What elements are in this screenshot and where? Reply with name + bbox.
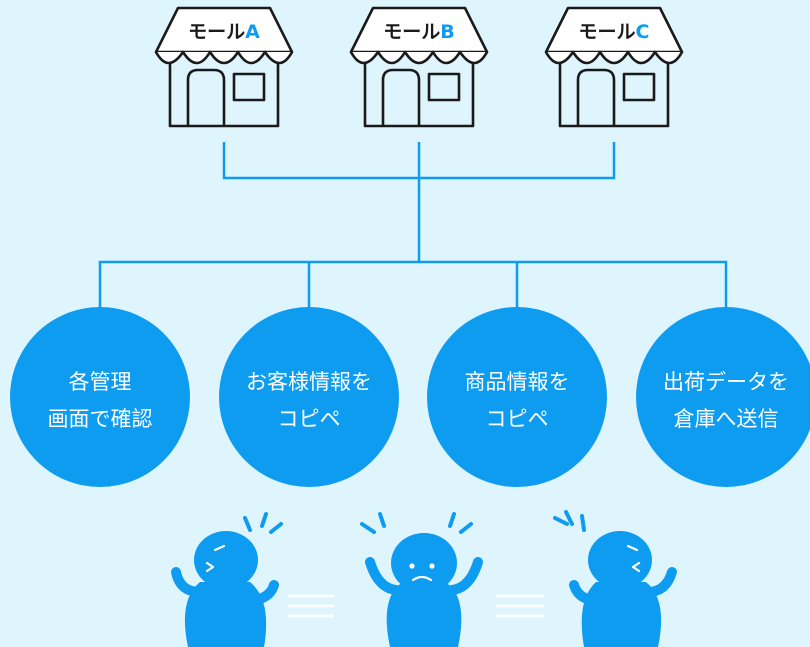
stressed-person-looking-right-icon [553,510,677,647]
dash-lines-right [496,594,544,618]
task-line-2: 倉庫へ送信 [674,407,779,431]
store-letter: C [636,21,650,43]
store-b: モールB [349,6,489,128]
task-1: 各管理 画面で確認 [10,307,190,487]
task-line-2: 画面で確認 [48,407,153,431]
stressed-person-arms-up-icon [360,512,483,647]
task-circle [10,307,190,487]
store-a: モールA [154,6,294,128]
store-icon [154,6,294,128]
store-connector [222,142,616,180]
task-4: 出荷データを 倉庫へ送信 [636,307,810,487]
connector-lines [98,142,728,308]
task-line-1: 商品情報を [465,370,570,394]
store-prefix: モール [579,21,636,43]
store-icon [544,6,684,128]
store-prefix: モール [383,21,440,43]
task-line-1: 各管理 [69,370,132,394]
task-circle [427,307,607,487]
task-line-1: 出荷データを [663,370,789,394]
task-2: お客様情報を コピペ [219,307,399,487]
store-prefix: モール [188,21,245,43]
stressed-person-looking-left-icon [171,512,283,647]
task-connector [98,260,728,308]
svg-text:モールB: モールB [383,21,455,43]
task-line-2: コピペ [278,407,341,431]
svg-text:モールC: モールC [579,21,650,43]
store-letter: A [245,21,260,43]
task-line-1: お客様情報を [246,370,372,394]
store-c: モールC [544,6,684,128]
task-3: 商品情報を コピペ [427,307,607,487]
svg-text:モールA: モールA [188,21,260,43]
store-letter: B [440,21,454,43]
task-line-2: コピペ [486,407,549,431]
task-circle [636,307,810,487]
store-icon [349,6,489,128]
task-circle [219,307,399,487]
dash-lines-left [288,594,334,618]
